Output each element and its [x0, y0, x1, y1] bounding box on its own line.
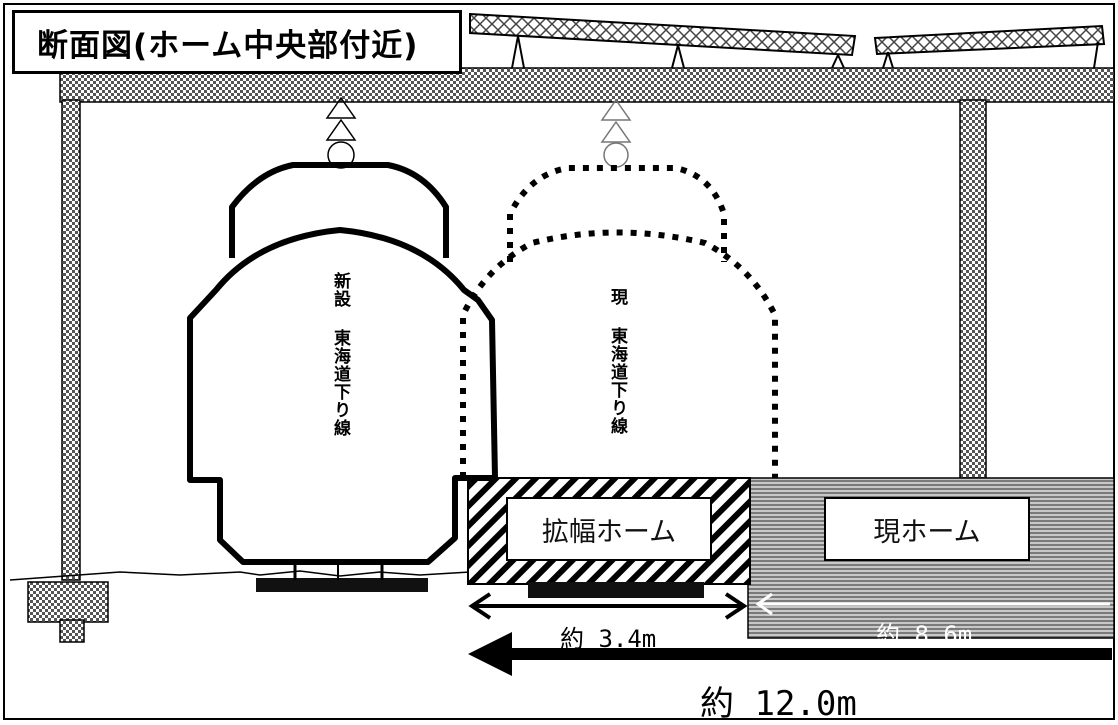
- current-line-label: 現 東海道下り線: [607, 288, 627, 435]
- new-line-label: 新設 東海道下り線: [330, 272, 350, 437]
- new-train: [187, 162, 498, 565]
- pantograph-new: [325, 96, 357, 169]
- new-train-bogie: [256, 564, 428, 592]
- extension-width-label: 約 3.4m: [560, 625, 657, 653]
- diagram-title: 断面図(ホーム中央部付近): [12, 10, 462, 74]
- dim-arrow-current: [755, 592, 1110, 616]
- dim-arrow-total: [468, 632, 1112, 676]
- dim-arrow-extension: [468, 592, 748, 620]
- pantograph-current: [600, 98, 632, 168]
- roof-truss: [469, 12, 1106, 69]
- current-train: [460, 165, 778, 478]
- extension-platform-label: 拡幅ホーム: [506, 497, 712, 561]
- current-train-bogie: [528, 582, 704, 598]
- ground-line: [9, 570, 471, 581]
- outer-frame: [3, 3, 1115, 720]
- current-width-label: 約 8.6m: [876, 621, 973, 649]
- current-platform-label: 現ホーム: [824, 497, 1030, 561]
- station-structure: [27, 67, 1115, 643]
- total-width-label: 約 12.0m: [700, 684, 857, 724]
